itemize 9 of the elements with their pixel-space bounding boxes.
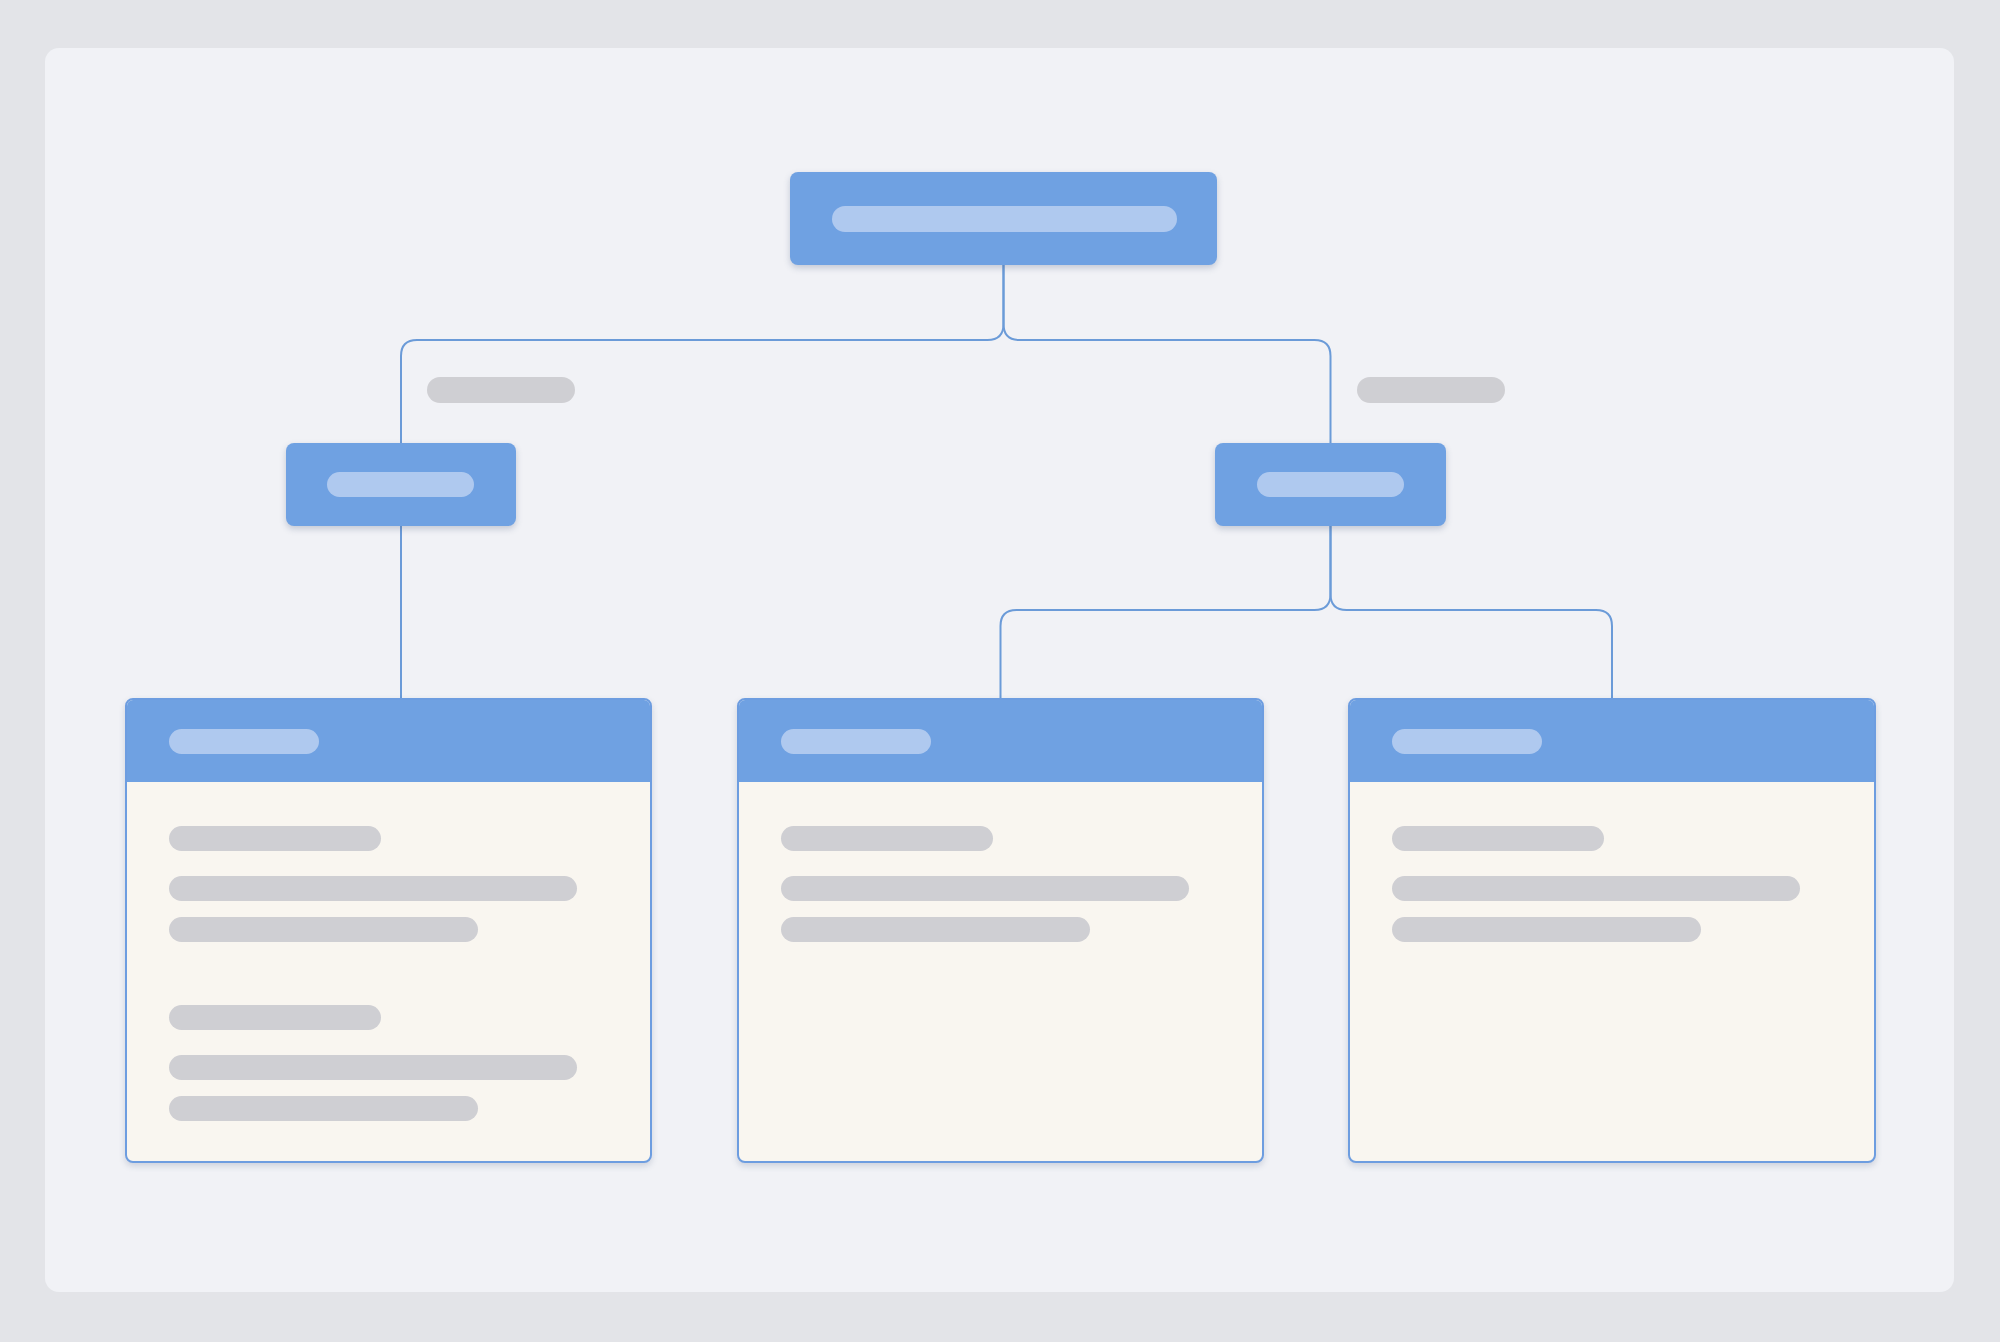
- node-box: [286, 443, 516, 526]
- content-card: [125, 698, 652, 1163]
- connector-line: [1329, 525, 1613, 699]
- node-box: [790, 172, 1217, 265]
- node-box: [1215, 443, 1446, 526]
- connector-line: [400, 525, 402, 699]
- connector-line: [1002, 264, 1332, 444]
- content-card: [1348, 698, 1876, 1163]
- content-card: [737, 698, 1264, 1163]
